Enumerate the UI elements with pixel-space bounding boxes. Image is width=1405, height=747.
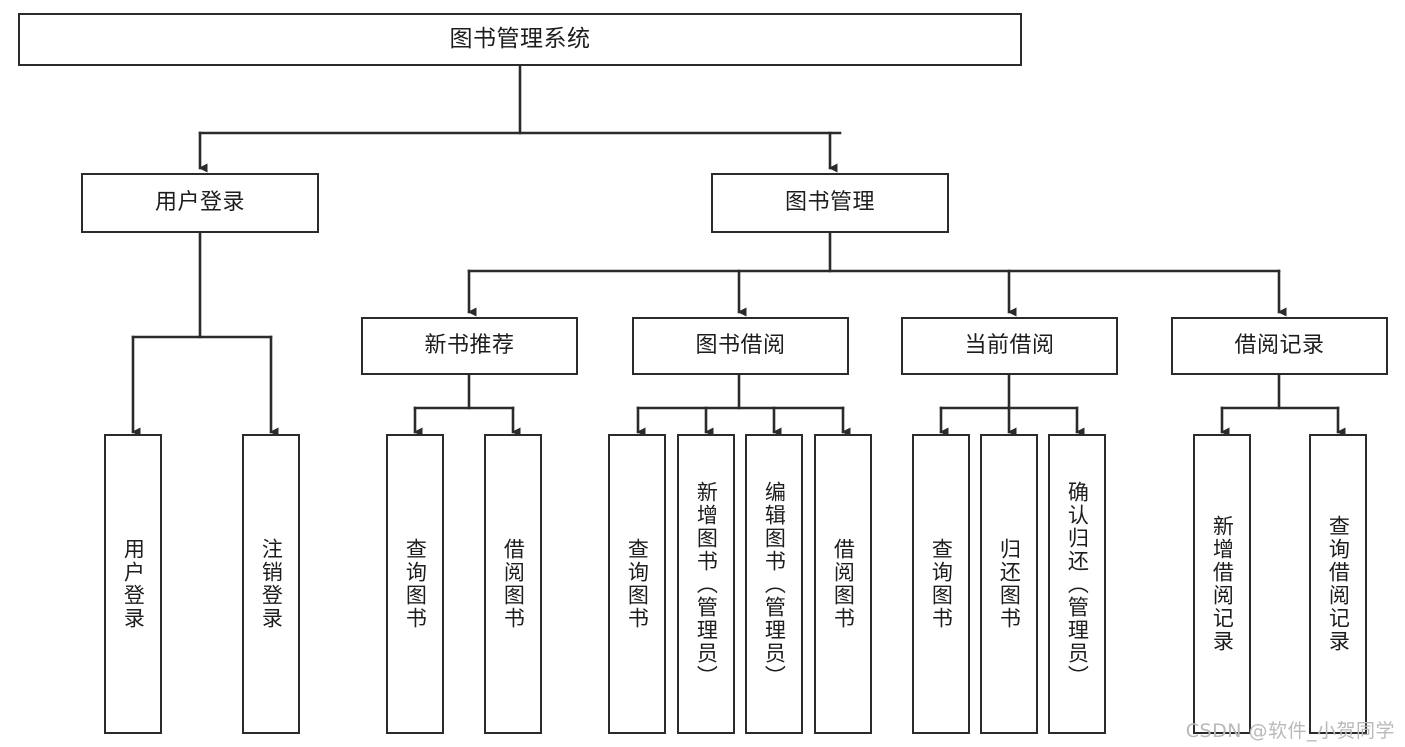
node-label: 用户登录 bbox=[154, 189, 245, 215]
node-new-book-recommend[interactable]: 新书推荐 bbox=[361, 317, 578, 375]
leaf-user-login-login[interactable]: 用户登录 bbox=[104, 434, 162, 734]
node-label: 注销登录 bbox=[259, 538, 284, 630]
node-label: 图书管理系统 bbox=[449, 25, 591, 52]
node-label: 查询图书 bbox=[403, 538, 428, 630]
leaf-book-borrow-query-book[interactable]: 查询图书 bbox=[608, 434, 666, 734]
leaf-current-borrow-query-book[interactable]: 查询图书 bbox=[912, 434, 970, 734]
node-label: 图书管理 bbox=[784, 189, 875, 215]
leaf-user-login-logout[interactable]: 注销登录 bbox=[242, 434, 300, 734]
node-label: 图书借阅 bbox=[695, 332, 786, 358]
node-label: 用户登录 bbox=[121, 538, 146, 630]
node-book-borrow[interactable]: 图书借阅 bbox=[632, 317, 849, 375]
node-label: 借阅图书 bbox=[501, 538, 526, 630]
node-label: 查询图书 bbox=[625, 538, 650, 630]
node-label: 借阅记录 bbox=[1234, 332, 1325, 358]
node-label: 查询图书 bbox=[929, 538, 954, 630]
node-label: 新增借阅记录 bbox=[1210, 515, 1235, 653]
node-label: 归还图书 bbox=[997, 538, 1022, 630]
node-label: 确认归还（管理员） bbox=[1065, 480, 1090, 688]
node-label: 当前借阅 bbox=[964, 332, 1055, 358]
leaf-book-borrow-add-book-admin[interactable]: 新增图书（管理员） bbox=[677, 434, 735, 734]
node-user-login[interactable]: 用户登录 bbox=[81, 173, 319, 233]
leaf-borrow-record-query-record[interactable]: 查询借阅记录 bbox=[1309, 434, 1367, 734]
node-label: 查询借阅记录 bbox=[1326, 515, 1351, 653]
node-root-system[interactable]: 图书管理系统 bbox=[18, 13, 1022, 66]
node-label: 编辑图书（管理员） bbox=[762, 480, 787, 688]
node-label: 新增图书（管理员） bbox=[694, 480, 719, 688]
leaf-new-book-query-book[interactable]: 查询图书 bbox=[386, 434, 444, 734]
leaf-borrow-record-add-record[interactable]: 新增借阅记录 bbox=[1193, 434, 1251, 734]
node-borrow-record[interactable]: 借阅记录 bbox=[1171, 317, 1388, 375]
leaf-new-book-borrow-book[interactable]: 借阅图书 bbox=[484, 434, 542, 734]
leaf-book-borrow-edit-book-admin[interactable]: 编辑图书（管理员） bbox=[745, 434, 803, 734]
node-label: 新书推荐 bbox=[424, 332, 515, 358]
node-current-borrow[interactable]: 当前借阅 bbox=[901, 317, 1118, 375]
watermark-text: CSDN @软件_小贺同学 bbox=[1185, 720, 1395, 742]
leaf-current-borrow-return-book[interactable]: 归还图书 bbox=[980, 434, 1038, 734]
leaf-current-borrow-confirm-return-admin[interactable]: 确认归还（管理员） bbox=[1048, 434, 1106, 734]
node-book-management[interactable]: 图书管理 bbox=[711, 173, 949, 233]
node-label: 借阅图书 bbox=[831, 538, 856, 630]
leaf-book-borrow-borrow-book[interactable]: 借阅图书 bbox=[814, 434, 872, 734]
